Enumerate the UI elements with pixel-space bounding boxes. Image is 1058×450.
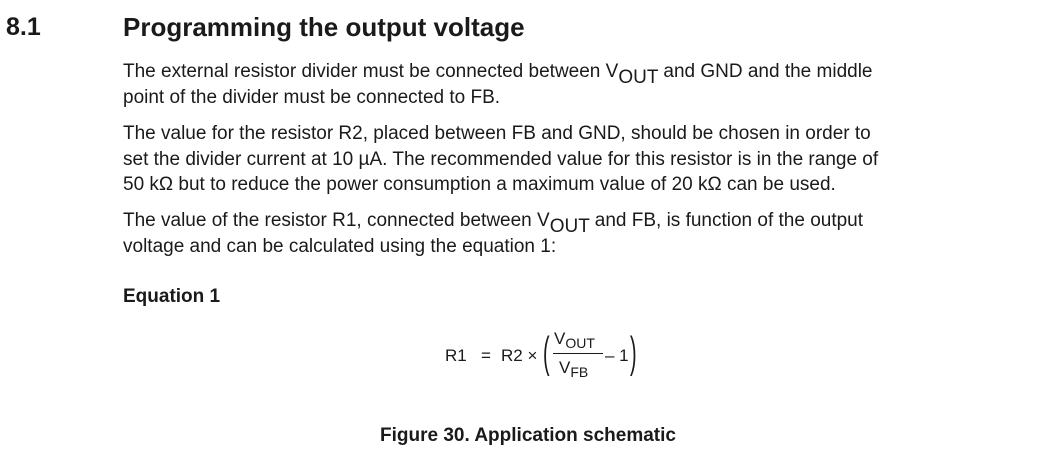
figure-caption: Figure 30. Application schematic <box>380 425 676 446</box>
paragraph-line: The external resistor divider must be co… <box>123 59 1003 88</box>
equation-equals: = <box>481 346 491 365</box>
paragraph-line: point of the divider must be connected t… <box>123 86 501 108</box>
equation-heading: Equation 1 <box>123 286 221 307</box>
equation-lhs: R1 <box>445 346 467 365</box>
paragraph-line: 50 kΩ but to reduce the power consumptio… <box>123 174 836 195</box>
text-run: The value of the resistor R1, connected … <box>123 210 550 231</box>
section-title: Programming the output voltage <box>123 12 525 42</box>
text-run: and GND and the middle <box>658 61 873 82</box>
subscript: OUT <box>618 67 659 88</box>
equation-close-paren: ) <box>630 328 637 377</box>
equation-numerator: VOUT <box>554 329 595 351</box>
equation-factor: R2 × <box>501 346 538 365</box>
numerator-base: V <box>554 329 566 348</box>
denominator-base: V <box>559 358 571 377</box>
paragraph-line: The value for the resistor R2, placed be… <box>123 123 871 144</box>
section-number: 8.1 <box>6 13 41 41</box>
paragraph-line: The value of the resistor R1, connected … <box>123 208 1003 237</box>
text-run: The external resistor divider must be co… <box>123 61 619 82</box>
fraction-bar <box>553 353 603 354</box>
paragraph-r1-value: The value of the resistor R1, connected … <box>123 208 1003 259</box>
equation-minus-one: – 1 <box>605 346 629 365</box>
denominator-subscript: FB <box>570 364 589 380</box>
text-run: and FB, is function of the output <box>589 210 864 231</box>
equation-open-paren: ( <box>543 328 550 377</box>
equation-denominator: VFB <box>559 358 589 380</box>
paragraph-line: voltage and can be calculated using the … <box>123 235 557 257</box>
numerator-subscript: OUT <box>565 335 595 351</box>
subscript: OUT <box>549 216 590 237</box>
paragraph-line: set the divider current at 10 µA. The re… <box>123 148 879 170</box>
paragraph-r2-value: The value for the resistor R2, placed be… <box>123 121 1003 198</box>
paragraph-divider-connection: The external resistor divider must be co… <box>123 59 1003 110</box>
